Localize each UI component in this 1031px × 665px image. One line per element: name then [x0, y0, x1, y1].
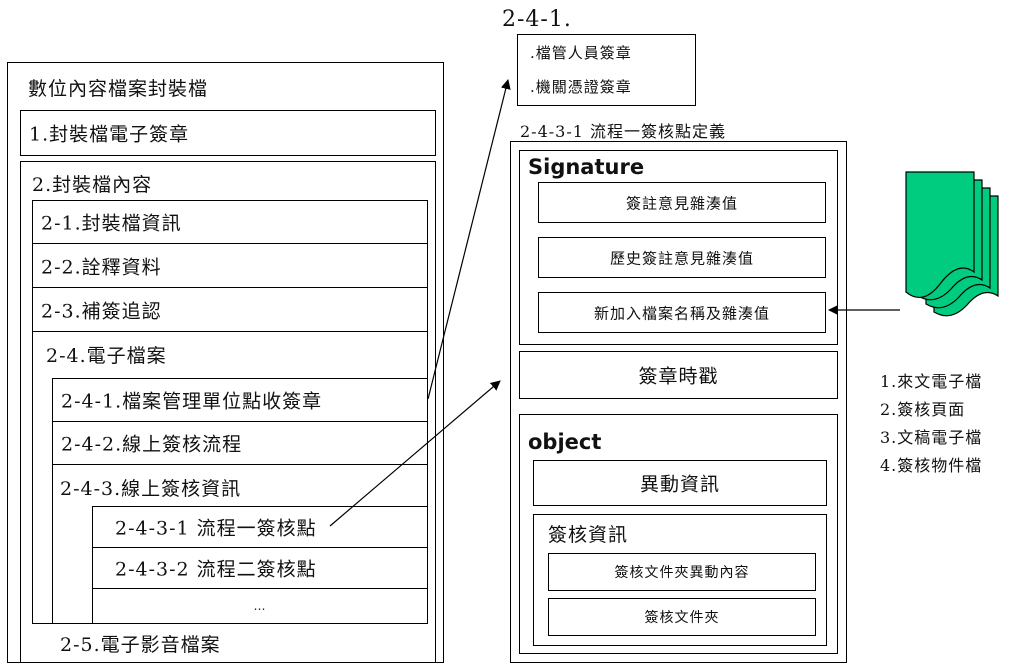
- doc-legend-2: 2.簽核頁面: [880, 400, 966, 419]
- doc-legend-3: 3.文稿電子檔: [880, 428, 983, 447]
- object-title: object: [528, 430, 602, 454]
- change-info-box: 異動資訊: [533, 460, 827, 506]
- item-more: …: [92, 588, 428, 624]
- doc-legend-1: 1.來文電子檔: [880, 372, 983, 391]
- hash-history-box: 歷史簽註意見雜湊值: [538, 237, 826, 278]
- flow-detail-heading: 2-4-3-1 流程一簽核點定義: [520, 122, 727, 141]
- item-receipt-sign: 2-4-1.檔案管理單位點收簽章: [52, 378, 428, 422]
- item-online-flow-label: 2-4-2.線上簽核流程: [61, 433, 243, 456]
- package-title: 數位內容檔案封裝檔: [28, 78, 209, 100]
- hash-newfile-box: 新加入檔案名稱及雜湊值: [538, 292, 826, 333]
- item-media-label: 2-5.電子影音檔案: [60, 634, 221, 656]
- item-flow1-label: 2-4-3-1 流程一簽核點: [115, 517, 317, 540]
- item-online-info-label: 2-4-3.線上簽核資訊: [60, 478, 242, 500]
- folder-changes-label: 簽核文件夾異動內容: [614, 565, 750, 581]
- hash-comment-label: 簽註意見雜湊值: [625, 194, 738, 212]
- hash-history-label: 歷史簽註意見雜湊值: [609, 249, 754, 267]
- receipt-detail-line-2: .機關憑證簽章: [530, 78, 632, 96]
- hash-comment-box: 簽註意見雜湊值: [538, 182, 826, 223]
- item-online-flow: 2-4-2.線上簽核流程: [52, 421, 428, 465]
- folder-label: 簽核文件夾: [644, 610, 720, 626]
- package-signature-box: 1.封裝檔電子簽章: [20, 110, 436, 156]
- item-flow1: 2-4-3-1 流程一簽核點: [92, 506, 428, 548]
- timestamp-label: 簽章時戳: [638, 365, 719, 388]
- item-annotation: 2-2.詮釋資料: [32, 243, 428, 288]
- item-flow2-label: 2-4-3-2 流程二簽核點: [115, 558, 317, 581]
- folder-changes-box: 簽核文件夾異動內容: [548, 553, 816, 591]
- receipt-detail-box: [517, 34, 696, 106]
- item-info-label: 2-1.封裝檔資訊: [41, 212, 182, 235]
- item-more-label: …: [253, 599, 267, 613]
- hash-newfile-label: 新加入檔案名稱及雜湊值: [593, 304, 770, 322]
- item-efile-label: 2-4.電子檔案: [46, 345, 167, 367]
- sign-info-title: 簽核資訊: [548, 524, 629, 546]
- signature-title: Signature: [528, 155, 645, 179]
- folder-box: 簽核文件夾: [548, 598, 816, 636]
- item-flow2: 2-4-3-2 流程二簽核點: [92, 547, 428, 589]
- document-stack-icon: [905, 171, 999, 317]
- arrow-flow1-to-detail: [329, 380, 501, 527]
- package-content-title: 2.封裝檔內容: [32, 174, 153, 196]
- doc-legend-4: 4.簽核物件檔: [880, 456, 983, 475]
- arrow-receipt-to-detail: [427, 79, 511, 400]
- item-annotation-label: 2-2.詮釋資料: [41, 256, 162, 278]
- item-supplement: 2-3.補簽追認: [32, 287, 428, 332]
- receipt-detail-heading: 2-4-1.: [502, 7, 572, 32]
- timestamp-box: 簽章時戳: [519, 351, 838, 399]
- item-receipt-sign-label: 2-4-1.檔案管理單位點收簽章: [61, 390, 323, 413]
- receipt-detail-line-1: .檔管人員簽章: [530, 44, 632, 62]
- item-supplement-label: 2-3.補簽追認: [41, 300, 162, 322]
- change-info-label: 異動資訊: [639, 473, 720, 496]
- package-signature-label: 1.封裝檔電子簽章: [29, 123, 190, 146]
